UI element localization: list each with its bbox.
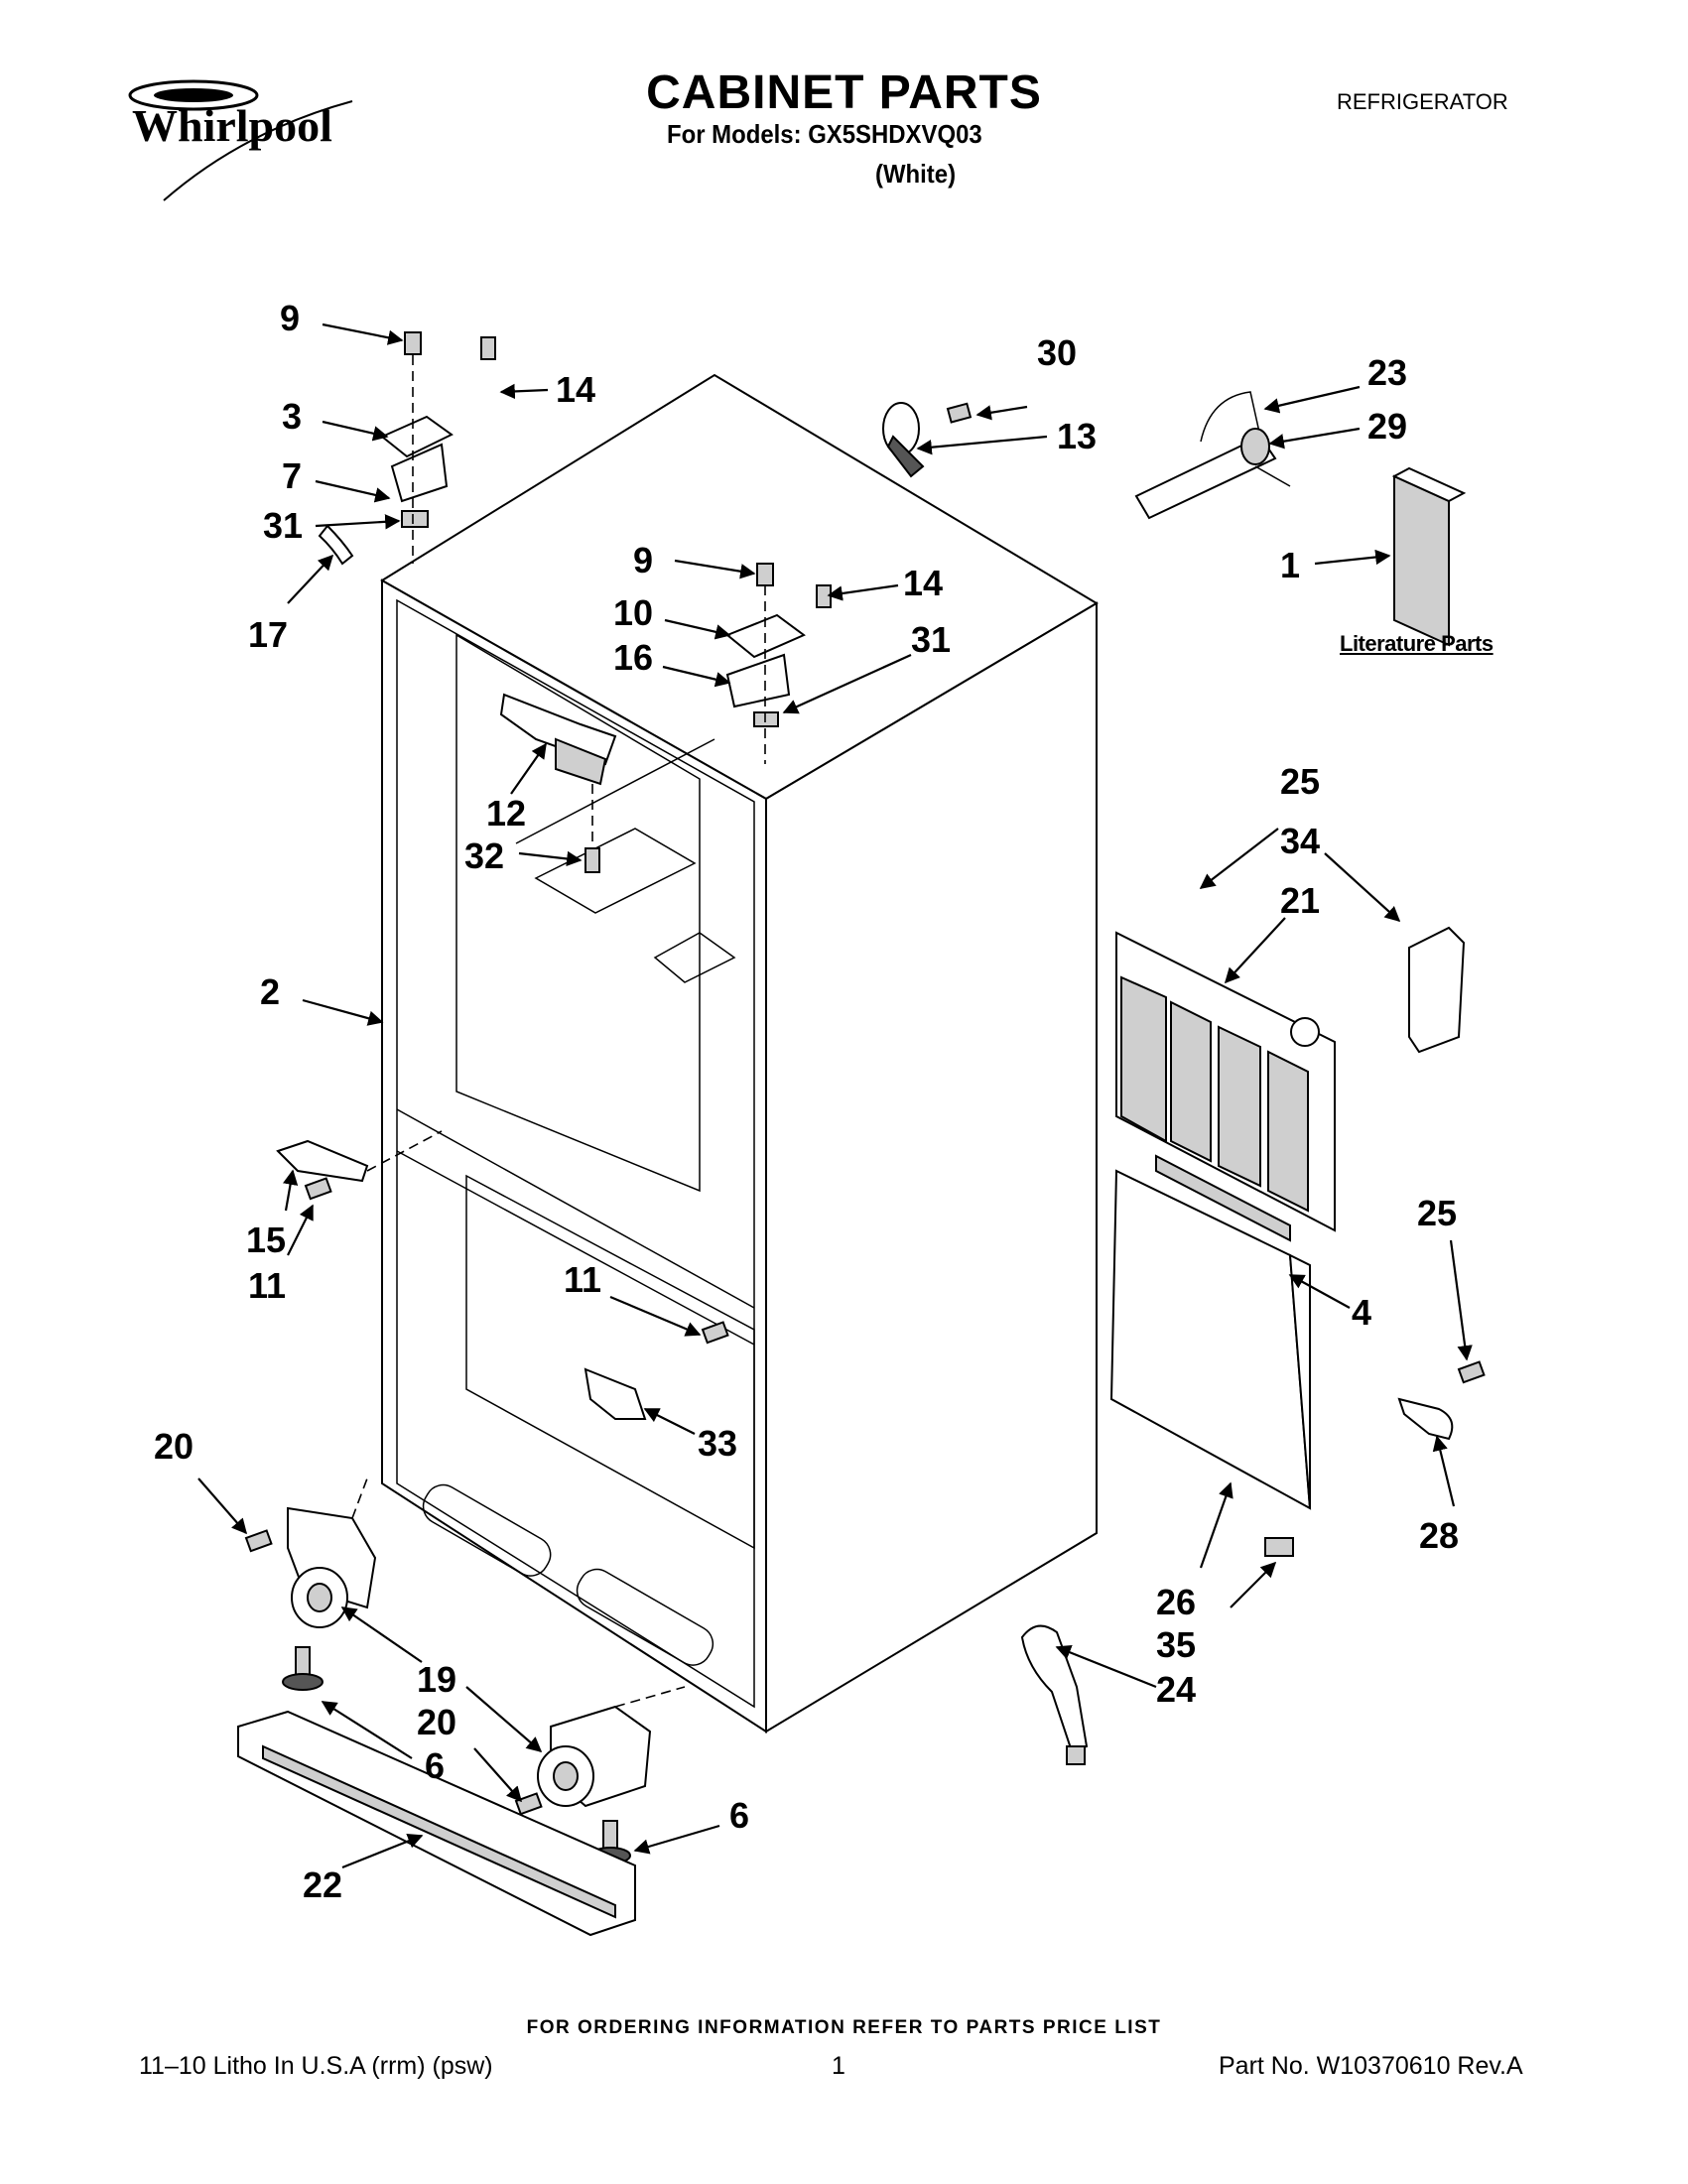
callout-11: 11 [564, 1259, 601, 1300]
part-number: Part No. W10370610 Rev.A [1219, 2052, 1523, 2080]
callout-24: 24 [1156, 1669, 1196, 1710]
panel-26 [1109, 1169, 1312, 1557]
literature-parts-label: Literature Parts [1340, 631, 1493, 656]
callout-9: 9 [633, 540, 653, 580]
leader-lines [197, 322, 1473, 1869]
callout-22: 22 [303, 1864, 342, 1905]
callout-30: 30 [1037, 332, 1077, 373]
callout-26: 26 [1156, 1582, 1196, 1622]
callout-6: 6 [729, 1795, 749, 1836]
callout-19: 19 [417, 1659, 456, 1700]
models-line: For Models: GX5SHDXVQ03 [667, 119, 982, 149]
callout-10: 10 [613, 592, 653, 633]
clip-34 [1408, 926, 1466, 1054]
roller-assembly-left [244, 1477, 377, 1691]
grille-21 [1115, 931, 1336, 1242]
whirlpool-logo: Whirlpool [128, 79, 353, 201]
callout-9: 9 [280, 298, 300, 338]
callout-1: 1 [1280, 545, 1300, 585]
ordering-note: FOR ORDERING INFORMATION REFER TO PARTS … [526, 2017, 1162, 2038]
mid-hinge-left [276, 1130, 443, 1201]
print-info: 11–10 Litho In U.S.A (rrm) (psw) [139, 2052, 493, 2080]
category-label: REFRIGERATOR [1337, 89, 1508, 114]
callout-31: 31 [911, 619, 951, 660]
callout-4: 4 [1352, 1292, 1371, 1333]
callout-23: 23 [1367, 352, 1407, 393]
callout-28: 28 [1419, 1515, 1459, 1556]
callout-12: 12 [486, 793, 526, 834]
roller-13 [882, 402, 973, 478]
top-hinge-center [725, 563, 832, 764]
callout-15: 15 [246, 1220, 286, 1260]
callout-31: 31 [263, 505, 303, 546]
svg-text:Whirlpool: Whirlpool [132, 100, 332, 151]
callout-3: 3 [282, 396, 302, 437]
callout-29: 29 [1367, 406, 1407, 447]
callout-14: 14 [556, 369, 595, 410]
clip-28 [1397, 1360, 1486, 1441]
base-grille-22 [237, 1710, 636, 1937]
color-line: (White) [875, 159, 957, 189]
callout-7: 7 [282, 455, 302, 496]
callout-25: 25 [1417, 1193, 1457, 1233]
callout-13: 13 [1057, 416, 1097, 456]
callout-2: 2 [260, 971, 280, 1012]
callout-14: 14 [903, 563, 943, 603]
callout-25: 25 [1280, 761, 1320, 802]
page-title: CABINET PARTS [646, 66, 1042, 119]
callout-32: 32 [464, 835, 504, 876]
roller-assembly-right [514, 1686, 686, 1864]
callout-numbers: 9 14 3 7 31 17 30 13 23 29 1 9 14 10 16 … [154, 298, 1459, 1905]
callout-34: 34 [1280, 821, 1320, 861]
cabinet-body [380, 373, 1099, 1734]
hinge-bracket-33 [584, 1321, 729, 1420]
callout-16: 16 [613, 637, 653, 678]
wrench-24 [1020, 1624, 1089, 1765]
top-hinge-left [318, 331, 496, 566]
callout-11: 11 [248, 1265, 286, 1306]
callout-20: 20 [417, 1702, 456, 1742]
callout-21: 21 [1280, 880, 1320, 921]
page-number: 1 [832, 2052, 845, 2080]
callout-6: 6 [425, 1745, 445, 1786]
callout-35: 35 [1156, 1624, 1196, 1665]
tube-23 [1134, 391, 1291, 520]
bracket-12 [499, 693, 617, 873]
callout-20: 20 [154, 1426, 194, 1467]
literature-booklet [1391, 466, 1467, 647]
callout-17: 17 [248, 614, 288, 655]
callout-33: 33 [698, 1423, 737, 1464]
